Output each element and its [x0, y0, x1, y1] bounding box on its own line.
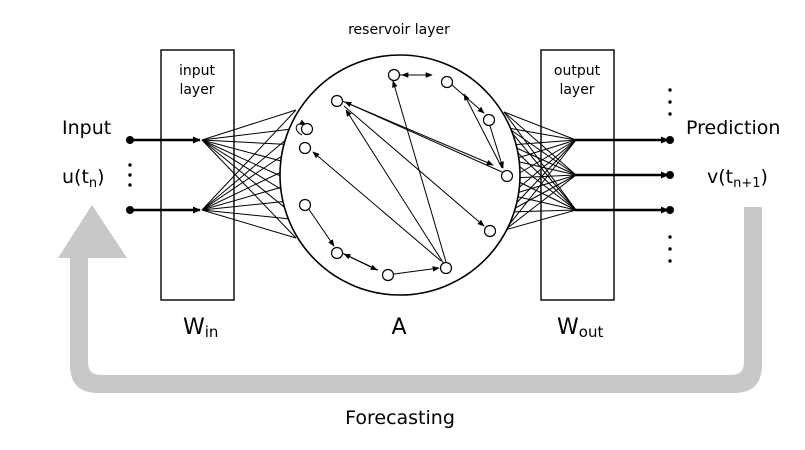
output-weight-connections [503, 111, 577, 231]
reservoir-edges [295, 72, 504, 275]
prediction-label: Prediction [686, 117, 780, 139]
a-label: A [391, 315, 406, 340]
output-lines [575, 88, 674, 263]
output-layer-label-line1: output [554, 63, 601, 79]
output-layer-label-line2: layer [559, 82, 594, 98]
reservoir-circle [279, 54, 521, 296]
input-label: Input [62, 117, 111, 139]
output-signal-label: v(tn+1) [707, 166, 768, 191]
input-weight-connections [201, 109, 301, 239]
input-signal-label: u(tn) [62, 166, 105, 191]
reservoir-nodes [298, 68, 514, 282]
w-out-label: Wout [557, 315, 603, 341]
reservoir-layer-label: reservoir layer [348, 22, 450, 38]
forecasting-label: Forecasting [345, 407, 455, 429]
input-lines [126, 136, 201, 214]
input-layer-label-line2: layer [179, 82, 214, 98]
input-layer-box [160, 49, 235, 301]
input-layer-label-line1: input [179, 63, 216, 79]
w-in-label: Win [183, 315, 218, 341]
forecasting-feedback-arrow [58, 205, 762, 393]
